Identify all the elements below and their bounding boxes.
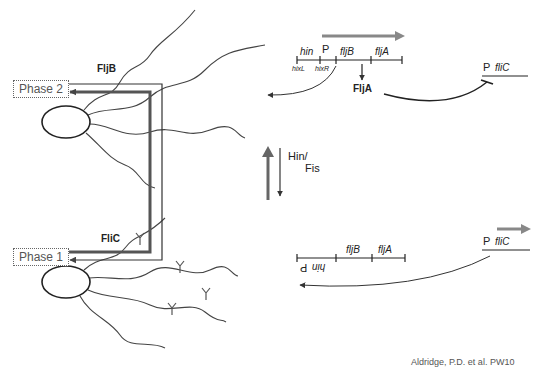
enzyme-label: Hin/ <box>287 151 309 162</box>
gene-label: hin <box>311 262 326 272</box>
inhibition-line <box>384 82 487 101</box>
cell <box>42 266 90 298</box>
leader-arrow <box>300 256 490 286</box>
site-label: hixR <box>314 65 330 72</box>
gene-label: fljA <box>377 245 393 255</box>
site-label: hixL <box>291 65 306 72</box>
antibody-symbols <box>136 233 210 315</box>
source-note: Aldridge, P.D. et al. PW10 <box>410 358 515 367</box>
gene-map <box>297 250 530 262</box>
phase-switch-arrow <box>69 84 162 260</box>
gene-map <box>297 56 402 64</box>
phase-box: Phase 2 <box>13 80 69 98</box>
gene-label: fliC <box>494 237 510 247</box>
promoter-label: P <box>299 262 308 273</box>
phase-box: Phase 1 <box>13 248 69 266</box>
phase-switch-arrow <box>69 92 150 252</box>
phase-label: Phase 2 <box>19 82 63 96</box>
promoter-label: P <box>482 236 491 247</box>
gene-label: hin <box>299 47 314 57</box>
gene-map <box>482 75 528 76</box>
protein-label: FljA <box>352 84 373 94</box>
enzyme-label: Fis <box>304 163 321 174</box>
gene-label: fljB <box>339 47 355 57</box>
flagella <box>80 10 265 348</box>
gene-label: fljB <box>345 245 361 255</box>
transcription-arrow <box>322 35 396 38</box>
leader-arrow <box>268 66 336 95</box>
phase-label: Phase 1 <box>19 250 63 264</box>
inversion-arrow <box>262 146 274 157</box>
cell <box>42 106 90 138</box>
gene-label: fljA <box>374 47 390 57</box>
promoter-label: P <box>321 44 330 55</box>
protein-label: FljB <box>96 64 117 74</box>
inversion-arrow <box>279 148 280 196</box>
transcription-arrow <box>395 31 405 41</box>
promoter-label: P <box>482 62 491 73</box>
inhibition-bar <box>481 80 493 84</box>
translation-arrow <box>361 64 362 80</box>
transcription-arrow <box>521 224 531 234</box>
inversion-arrow <box>267 156 270 200</box>
transcription-arrow <box>497 228 522 231</box>
gene-label: fliC <box>494 63 510 73</box>
protein-label: FliC <box>100 234 121 244</box>
